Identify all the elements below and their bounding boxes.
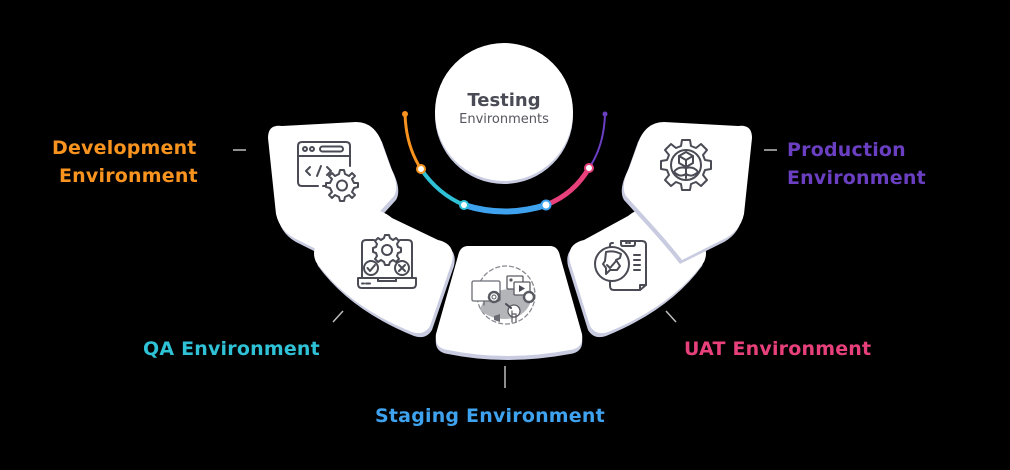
label-production: Production Environment <box>787 136 926 192</box>
card-qa <box>314 210 455 338</box>
center-title: Testing Environments <box>437 90 571 128</box>
media-gear-touch-icon <box>471 265 536 325</box>
label-qa: QA Environment <box>143 338 320 360</box>
connector-qa <box>332 310 344 323</box>
center-title-main: Testing <box>467 90 541 111</box>
label-development-line1: Development <box>52 137 197 159</box>
label-development-line2: Environment <box>59 165 198 187</box>
label-development: Development Environment <box>52 134 198 190</box>
center-title-sub: Environments <box>459 112 549 127</box>
code-window-gear-icon <box>297 141 359 202</box>
label-production-line2: Environment <box>787 167 926 189</box>
laptop-gear-check-cross-icon <box>357 234 417 289</box>
gear-box-leaf-icon <box>660 139 712 191</box>
connector-uat <box>665 310 677 323</box>
label-uat: UAT Environment <box>684 338 872 360</box>
label-staging: Staging Environment <box>375 405 605 427</box>
connectors <box>233 149 777 388</box>
label-production-line1: Production <box>787 139 906 161</box>
progress-arc <box>402 111 608 215</box>
center-circle <box>435 43 573 184</box>
clipboard-face-check-icon <box>594 240 647 291</box>
